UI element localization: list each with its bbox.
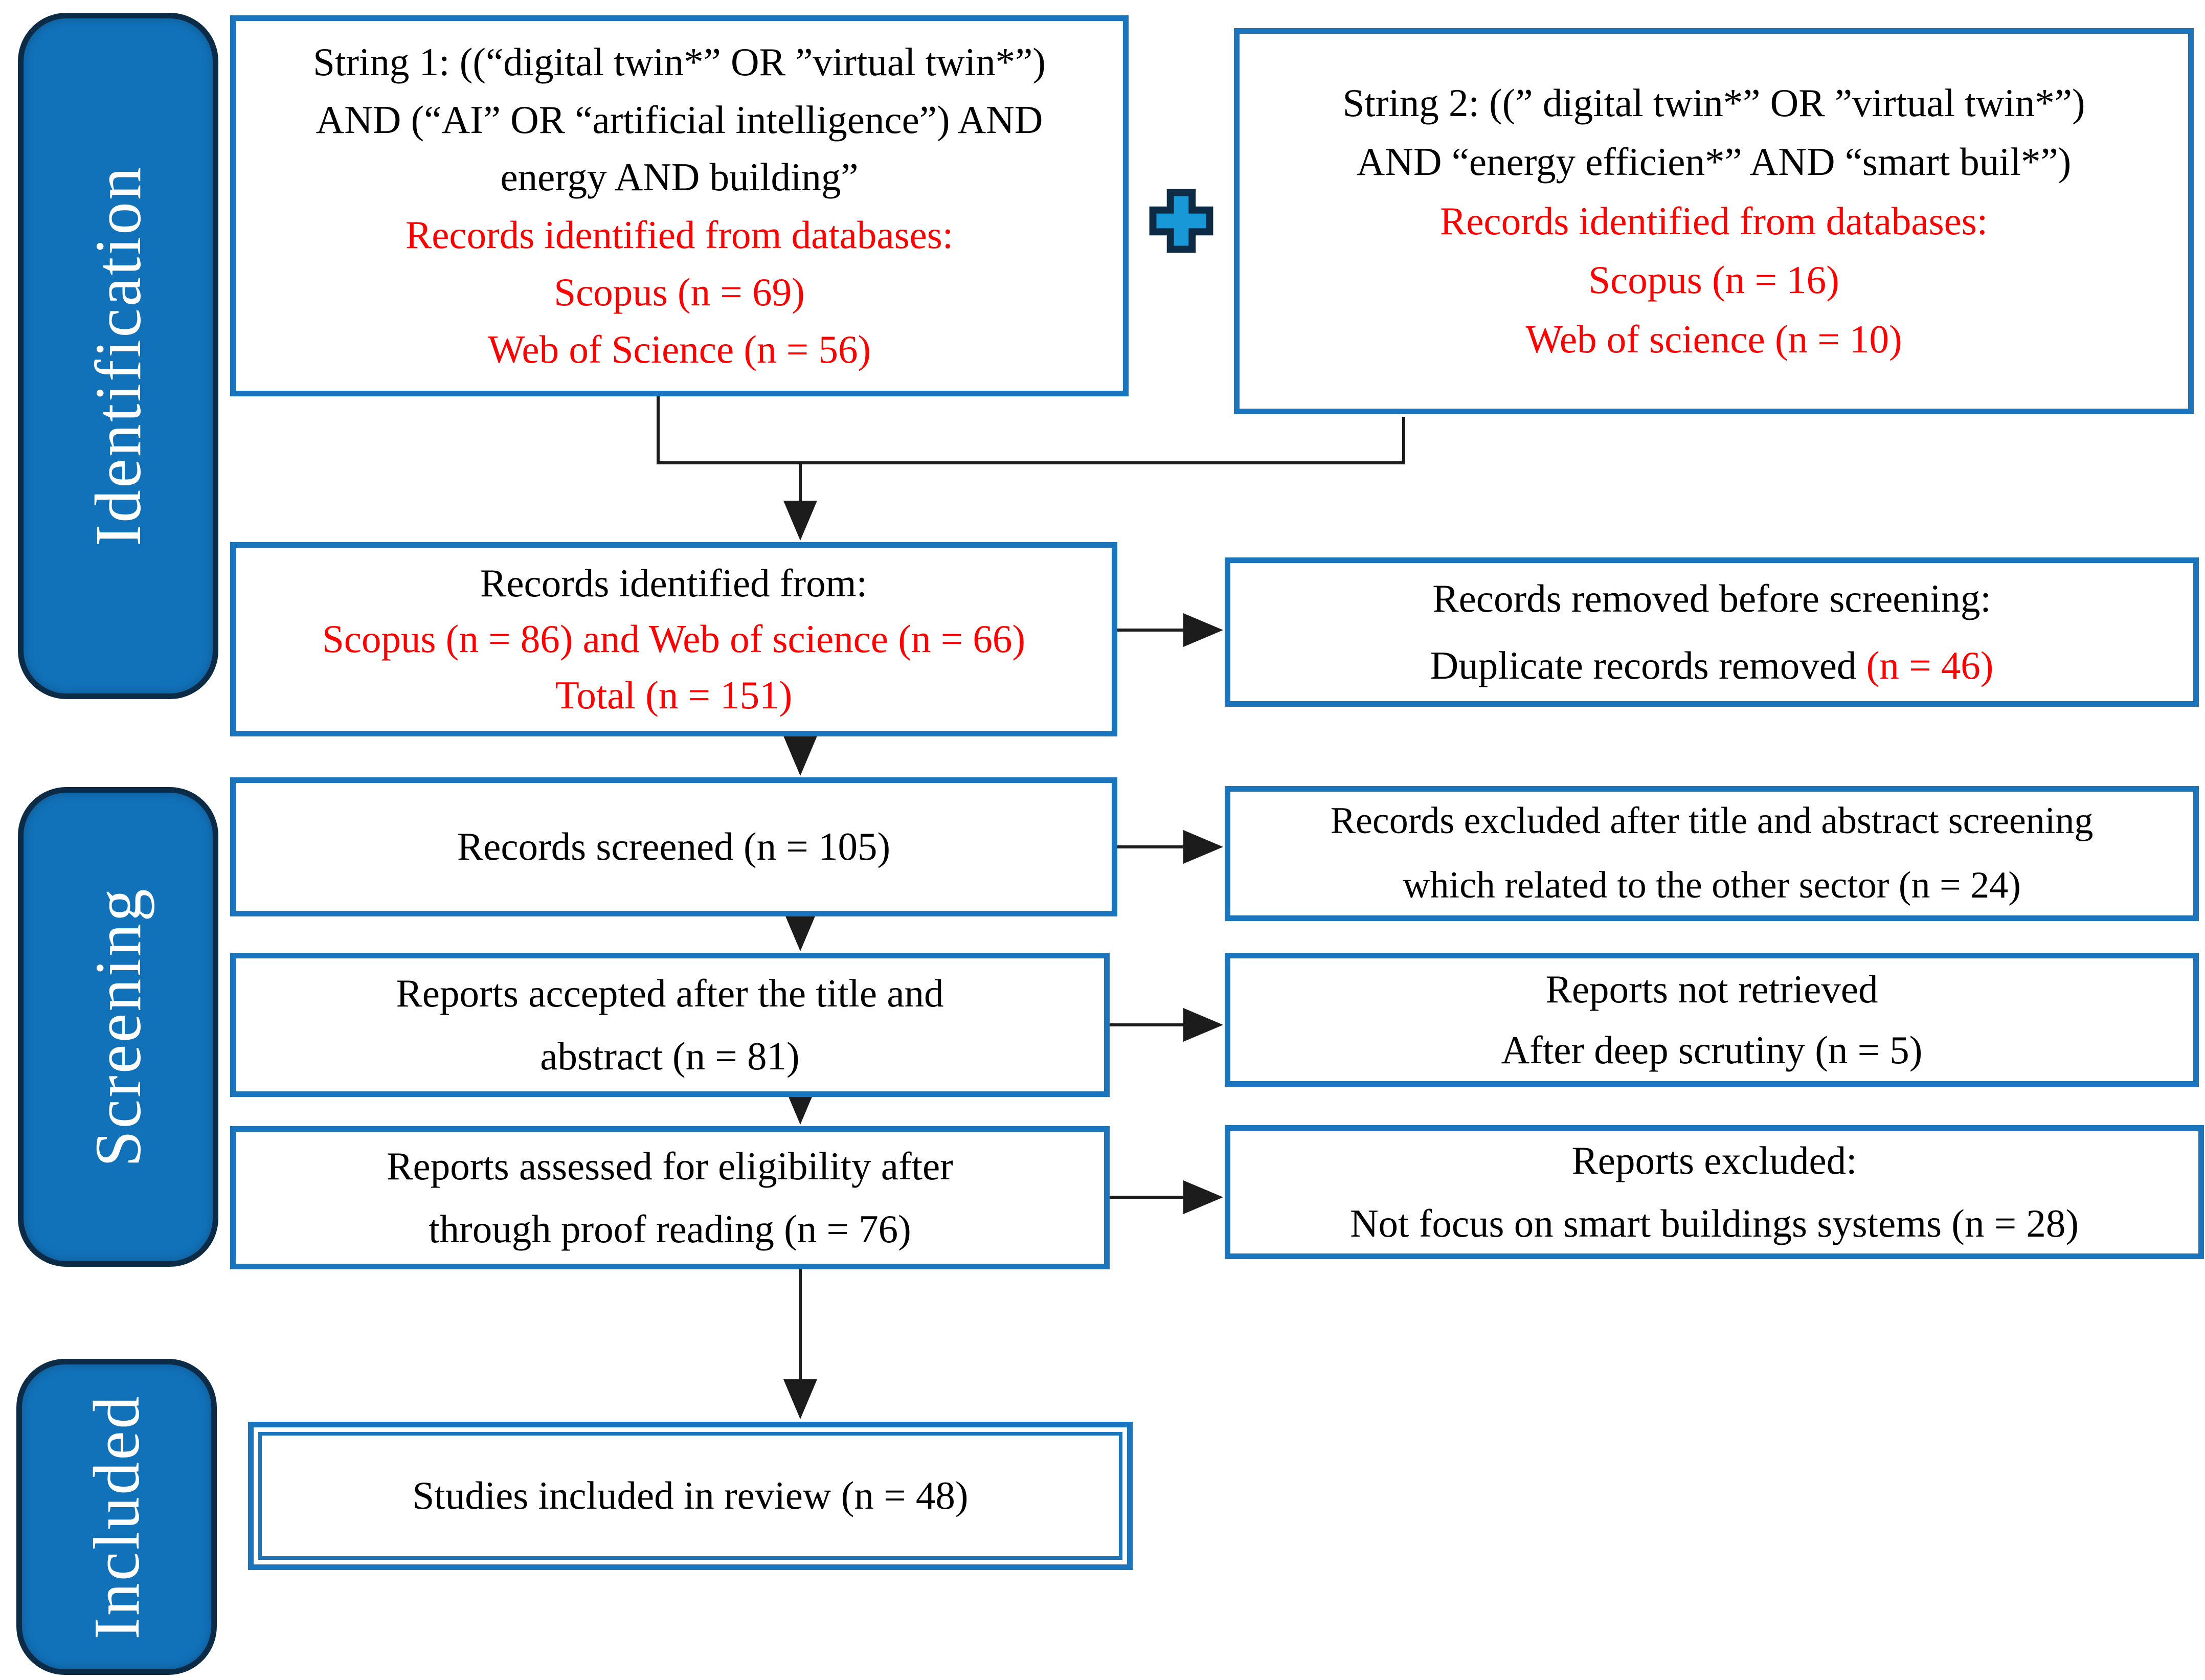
records-excluded-line: Records excluded after title and abstrac… xyxy=(1330,800,2094,842)
query-line: AND “energy efficien*” AND “smart buil*”… xyxy=(1356,140,2072,184)
source-count: Scopus (n = 69) xyxy=(554,270,805,314)
stage-label-identification: Identification xyxy=(81,165,154,547)
reports-not-retrieved-line: After deep scrutiny (n = 5) xyxy=(1501,1028,1923,1072)
search-string-1-box: String 1: ((“digital twin*” OR ”virtual … xyxy=(230,15,1129,396)
reports-assessed-box: Reports assessed for eligibility after t… xyxy=(230,1126,1110,1269)
query-line: energy AND building” xyxy=(500,155,859,199)
reports-excluded-box: Reports excluded: Not focus on smart bui… xyxy=(1225,1125,2204,1259)
records-excluded-screening-box: Records excluded after title and abstrac… xyxy=(1225,786,2199,921)
merge-connector xyxy=(657,396,1405,464)
reports-not-retrieved-line: Reports not retrieved xyxy=(1545,967,1878,1011)
query-line: AND (“AI” OR “artificial intelligence”) … xyxy=(316,97,1043,142)
records-identified-title: Records identified from: xyxy=(480,561,867,605)
records-identified-total: Total (n = 151) xyxy=(555,673,793,717)
studies-included-box: Studies included in review (n = 48) xyxy=(248,1422,1133,1570)
records-identified-title: Records identified from databases: xyxy=(405,212,954,257)
source-count: Scopus (n = 16) xyxy=(1588,258,1839,302)
records-removed-detail-text: Duplicate records removed xyxy=(1430,643,1866,687)
search-string-2-box: String 2: ((” digital twin*” OR ”virtual… xyxy=(1234,28,2194,414)
records-identified-detail: Scopus (n = 86) and Web of science (n = … xyxy=(322,617,1026,661)
reports-assessed-line: Reports assessed for eligibility after xyxy=(387,1144,953,1188)
reports-not-retrieved-box: Reports not retrieved After deep scrutin… xyxy=(1225,953,2199,1087)
records-removed-count: (n = 46) xyxy=(1866,643,1994,687)
records-screened-box: Records screened (n = 105) xyxy=(230,777,1117,916)
stage-pill-identification: Identification xyxy=(18,13,218,699)
query-line: String 2: ((” digital twin*” OR ”virtual… xyxy=(1342,80,2085,125)
records-removed-detail: Duplicate records removed (n = 46) xyxy=(1430,632,1994,699)
reports-accepted-line: abstract (n = 81) xyxy=(540,1034,800,1078)
arrows xyxy=(657,396,1405,1419)
plus-icon xyxy=(1149,188,1214,254)
records-excluded-line: which related to the other sector (n = 2… xyxy=(1403,864,2021,906)
records-identified-box: Records identified from: Scopus (n = 86)… xyxy=(230,542,1117,736)
records-screened-label: Records screened (n = 105) xyxy=(457,824,891,869)
reports-excluded-line: Reports excluded: xyxy=(1571,1138,1857,1182)
records-identified-title: Records identified from databases: xyxy=(1439,198,1988,243)
records-removed-box: Records removed before screening: Duplic… xyxy=(1225,557,2199,707)
source-count: Web of Science (n = 56) xyxy=(487,327,871,372)
reports-excluded-line: Not focus on smart buildings systems (n … xyxy=(1349,1201,2079,1245)
reports-assessed-line: through proof reading (n = 76) xyxy=(429,1207,911,1251)
stage-pill-included: Included xyxy=(16,1359,217,1675)
studies-included-label: Studies included in review (n = 48) xyxy=(412,1473,969,1518)
stage-pill-screening: Screening xyxy=(18,787,218,1267)
source-count: Web of science (n = 10) xyxy=(1525,317,1902,361)
stage-label-included: Included xyxy=(80,1394,153,1640)
reports-accepted-line: Reports accepted after the title and xyxy=(396,971,944,1015)
records-removed-title: Records removed before screening: xyxy=(1432,576,1991,621)
query-line: String 1: ((“digital twin*” OR ”virtual … xyxy=(313,40,1046,84)
reports-accepted-box: Reports accepted after the title and abs… xyxy=(230,953,1110,1097)
stage-label-screening: Screening xyxy=(81,887,154,1167)
